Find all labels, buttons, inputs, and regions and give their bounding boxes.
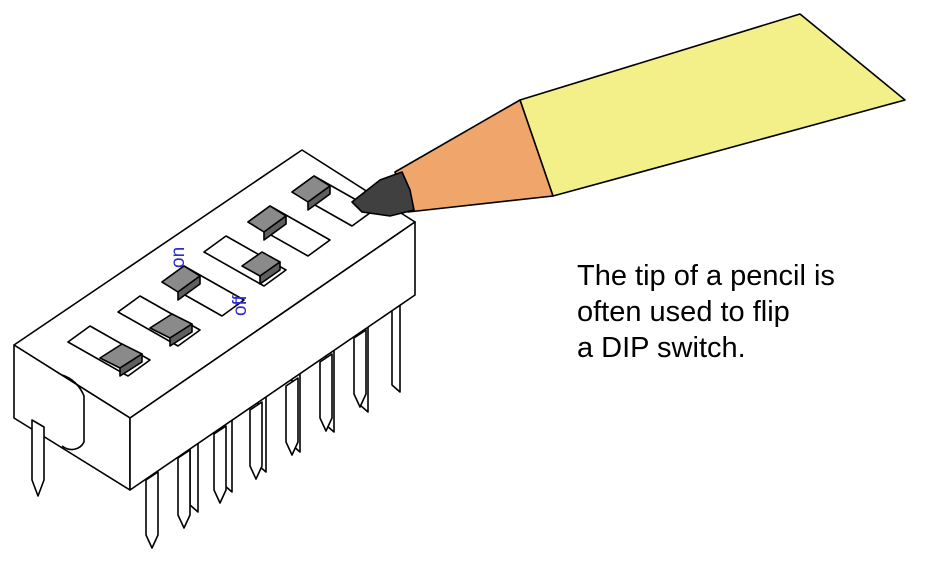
caption-line-2: often used to flip	[577, 296, 790, 328]
pencil-tip	[351, 171, 415, 217]
caption-line-3: a DIP switch.	[577, 332, 746, 364]
switch-toggles	[99, 175, 331, 377]
switch-toggle-3-side	[177, 275, 201, 301]
pencil	[351, 13, 906, 217]
dip-body-side	[129, 221, 416, 491]
switch-toggle-4-side	[259, 261, 281, 285]
caption-line-1: The tip of a pencil is	[577, 260, 835, 292]
switch-label-on: on	[168, 247, 189, 268]
front-pins	[31, 329, 367, 549]
switch-toggle-6-side	[307, 185, 331, 211]
pencil-body	[519, 13, 906, 197]
switch-labels: on off	[168, 247, 251, 316]
switch-toggle-1-side	[119, 353, 143, 377]
switch-toggle-2-side	[169, 323, 193, 347]
caption: The tip of a pencil is often used to fli…	[577, 258, 835, 366]
dip-body-notch	[61, 374, 85, 451]
switch-label-off: off	[230, 294, 251, 316]
switch-toggle-5-side	[263, 215, 287, 241]
